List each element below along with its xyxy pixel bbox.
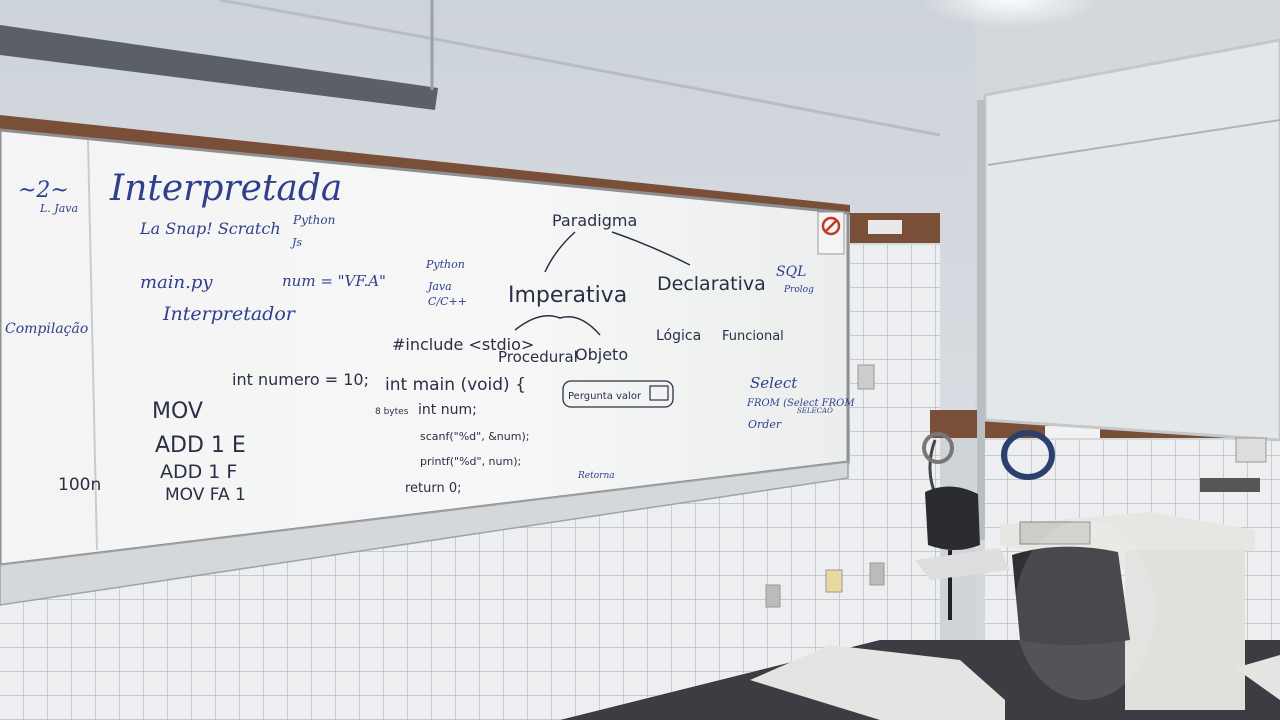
num-100: 100n bbox=[58, 475, 101, 495]
java-small: Java bbox=[426, 280, 452, 293]
java-note: L. Java bbox=[39, 202, 78, 215]
funcional: Funcional bbox=[722, 329, 784, 344]
wood-trim-top bbox=[0, 115, 850, 215]
wall-label-plate bbox=[1045, 426, 1100, 438]
foreground-desk bbox=[750, 645, 1005, 720]
desk-device bbox=[1019, 521, 1091, 545]
compilacao: Compilação bbox=[5, 321, 88, 337]
sql: SQL bbox=[776, 264, 806, 280]
paradigma: Paradigma bbox=[552, 211, 637, 230]
power-strip bbox=[1200, 478, 1260, 492]
pipe bbox=[977, 100, 985, 540]
procedural: Procedural bbox=[498, 348, 578, 366]
c-small: C/C++ bbox=[428, 295, 467, 308]
printf: printf("%d", num); bbox=[420, 455, 521, 468]
python-label: Python bbox=[292, 213, 335, 227]
python-small: Python bbox=[425, 258, 465, 271]
office-chair-back bbox=[925, 486, 980, 550]
asm-mov: MOV bbox=[152, 399, 203, 424]
return0: return 0; bbox=[405, 481, 462, 496]
sql-selecao: SELECAO bbox=[797, 407, 833, 415]
objeto: Objeto bbox=[575, 345, 628, 364]
sql-from: FROM (Select FROM bbox=[746, 398, 855, 409]
board-seam bbox=[87, 139, 98, 551]
student-chair-back bbox=[1012, 546, 1130, 645]
wall-molding bbox=[439, 38, 941, 137]
no-smoking-slash bbox=[824, 219, 838, 233]
asm-add1f: ADD 1 F bbox=[160, 461, 237, 483]
retorna: Retorna bbox=[577, 471, 615, 481]
board-writing: ~2~ Interpretada L. Java La Snap! Scratc… bbox=[5, 168, 855, 505]
cable-coil bbox=[1001, 430, 1055, 480]
asm-movfa1: MOV FA 1 bbox=[165, 485, 246, 505]
asm-add1e: ADD 1 E bbox=[155, 433, 246, 458]
no-smoking-icon bbox=[821, 216, 841, 236]
foreground-desk-right bbox=[1235, 655, 1280, 700]
lens-flare bbox=[1015, 520, 1155, 700]
int-numero: int numero = 10; bbox=[232, 370, 369, 389]
marker-tray bbox=[0, 461, 849, 606]
paradigma-branch-right bbox=[611, 231, 691, 266]
sql-select: Select bbox=[750, 374, 798, 392]
cable-coil-gray bbox=[922, 432, 954, 464]
declarativa: Declarativa bbox=[657, 273, 766, 295]
wall-switch bbox=[857, 364, 875, 390]
right-outlet bbox=[1235, 437, 1267, 463]
scanf: scanf("%d", &num); bbox=[420, 430, 529, 443]
desk-front bbox=[1125, 550, 1245, 710]
projector-screen-housing bbox=[0, 25, 438, 110]
int-num: int num; bbox=[418, 402, 477, 418]
int-main: int main (void) { bbox=[385, 375, 526, 395]
right-whiteboard bbox=[983, 38, 1280, 442]
wall-molding-left bbox=[219, 0, 441, 42]
pergunta-valor: Pergunta valor bbox=[568, 391, 642, 402]
sql-order: Order bbox=[748, 418, 782, 431]
js-label: Js bbox=[290, 236, 302, 249]
power-outlet bbox=[825, 569, 843, 593]
prolog: Prolog bbox=[783, 285, 814, 295]
num-assign: num = "VF.A" bbox=[282, 272, 386, 290]
paradigma-branch-left bbox=[544, 231, 576, 273]
logica: Lógica bbox=[656, 328, 701, 344]
title-interpretada: Interpretada bbox=[109, 168, 342, 209]
power-outlet-2 bbox=[869, 562, 885, 586]
power-outlet-3 bbox=[765, 584, 781, 608]
right-board-divider bbox=[987, 119, 1280, 166]
imperativa: Imperativa bbox=[508, 283, 627, 308]
title-number: ~2~ bbox=[18, 178, 69, 203]
ceiling-light-glare bbox=[920, 0, 1100, 28]
imperativa-brace bbox=[514, 315, 601, 336]
bytes-note: 8 bytes bbox=[375, 407, 409, 417]
tiled-wall bbox=[0, 245, 940, 720]
pergunta-small-box bbox=[649, 385, 669, 401]
main-py: main.py bbox=[140, 272, 213, 293]
sign-plate bbox=[868, 220, 902, 234]
student-desk-top bbox=[915, 548, 1010, 580]
langs-line: La Snap! Scratch bbox=[139, 219, 281, 238]
include: #include <stdio> bbox=[392, 335, 534, 354]
interpretador: Interpretador bbox=[162, 303, 297, 325]
pergunta-box bbox=[562, 380, 674, 408]
